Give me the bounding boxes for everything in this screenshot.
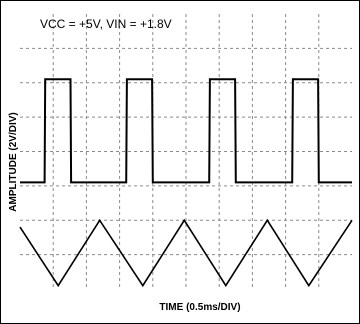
triangle-input-trace: [19, 218, 353, 288]
pulse-output-trace: [20, 78, 352, 184]
traces: [19, 78, 353, 288]
x-axis-label: TIME (0.5ms/DIV): [159, 302, 240, 313]
chart-title: VCC = +5V, VIN = +1.8V: [40, 17, 172, 31]
grid: [20, 14, 352, 289]
y-axis-label: AMPLITUDE (2V/DIV): [8, 112, 19, 211]
